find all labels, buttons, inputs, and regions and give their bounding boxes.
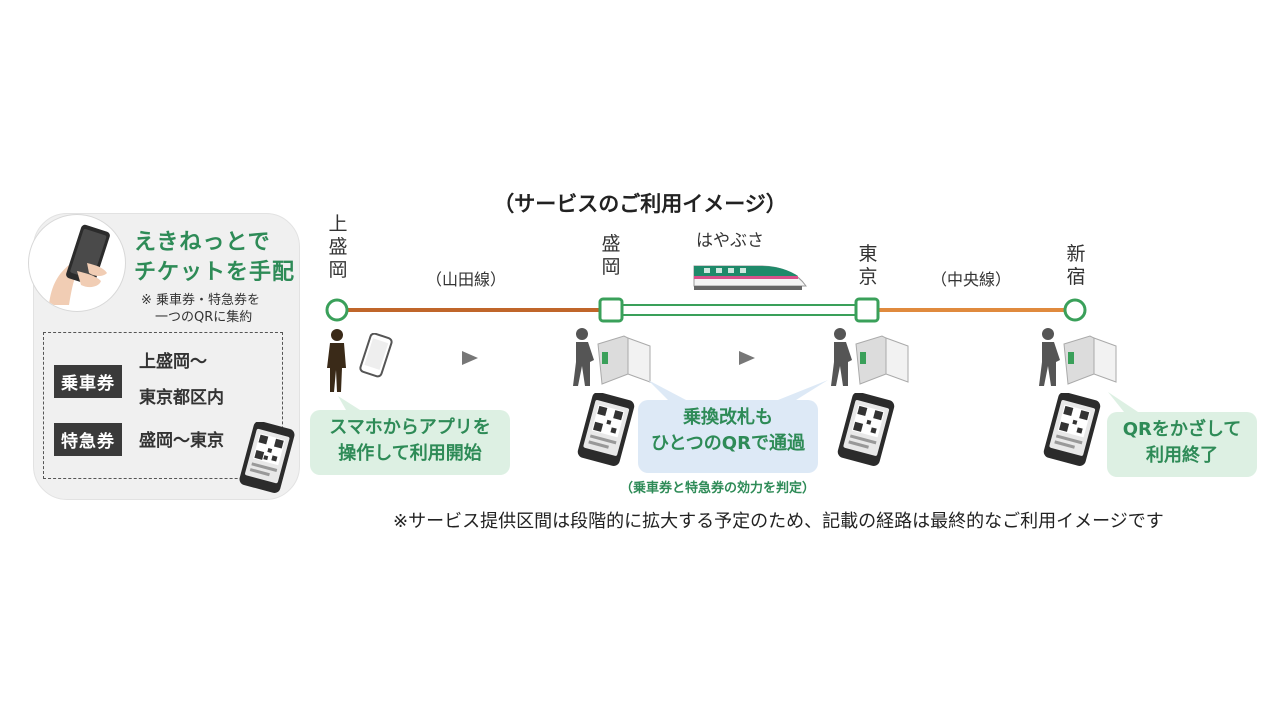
train-name: はやぶさ <box>696 231 764 251</box>
station-name-shinjuku: 新宿 <box>1066 243 1086 288</box>
station-name-tokyo: 東京 <box>858 243 878 288</box>
callout-end-line2: 利用終了 <box>1146 445 1218 466</box>
panel-title-line1: えきねっとで <box>134 230 271 255</box>
qr-phone-icon <box>236 421 298 498</box>
panel-note-line1: ※ 乗車券・特急券を <box>141 293 261 308</box>
callout-transfer-line2: ひとつのQRで通過 <box>651 433 805 454</box>
hand-smartphone-icon <box>28 214 126 312</box>
station-marker-morioka <box>598 297 624 323</box>
callout-end: QRをかざして 利用終了 <box>1107 412 1257 477</box>
arrow-right-icon <box>460 349 480 371</box>
ticket-box <box>43 332 283 479</box>
line-name-chuo: （中央線） <box>931 270 1012 289</box>
station-marker-tokyo <box>854 297 880 323</box>
ticket-tag-express: 特急券 <box>54 423 122 456</box>
line-name-yamada: （山田線） <box>426 270 507 289</box>
ticket-gate-icon-tokyo <box>826 326 912 392</box>
footnote: ※サービス提供区間は段階的に拡大する予定のため、記載の経路は最終的なご利用イメー… <box>393 511 1164 532</box>
ticket-gate-icon-morioka <box>568 326 654 392</box>
smartphone-icon <box>355 332 397 385</box>
station-name-morioka: 盛岡 <box>601 233 621 278</box>
callout-transfer-note: （乗車券と特急券の効力を判定） <box>620 481 816 496</box>
station-marker-kamimorioka <box>325 298 349 322</box>
qr-phone-icon <box>834 392 898 471</box>
panel-note-line2: 一つのQRに集約 <box>155 310 253 325</box>
qr-phone-icon <box>1040 392 1104 471</box>
ticket-tag-fare: 乗車券 <box>54 365 122 398</box>
ticket-gate-icon-shinjuku <box>1034 326 1120 392</box>
callout-end-line1: QRをかざして <box>1122 419 1242 440</box>
station-marker-shinjuku <box>1063 298 1087 322</box>
person-icon <box>322 328 352 398</box>
callout-start: スマホからアプリを 操作して利用開始 <box>310 410 510 475</box>
arrow-right-icon <box>737 349 757 371</box>
diagram-title: （サービスのご利用イメージ） <box>493 192 787 216</box>
shinkansen-icon <box>690 256 808 300</box>
ticket-express-route: 盛岡～東京 <box>139 431 224 451</box>
qr-phone-icon <box>574 392 638 471</box>
station-name-kamimorioka: 上盛岡 <box>328 213 348 281</box>
panel-title-line2: チケットを手配 <box>134 260 296 285</box>
callout-start-line1: スマホからアプリを <box>329 417 491 438</box>
ticket-fare-route-line1: 上盛岡～ <box>139 352 207 372</box>
callout-transfer: 乗換改札も ひとつのQRで通過 <box>638 400 818 473</box>
callout-start-line2: 操作して利用開始 <box>338 443 482 464</box>
ticket-fare-route-line2: 東京都区内 <box>139 388 224 408</box>
callout-transfer-line1: 乗換改札も <box>683 407 773 428</box>
